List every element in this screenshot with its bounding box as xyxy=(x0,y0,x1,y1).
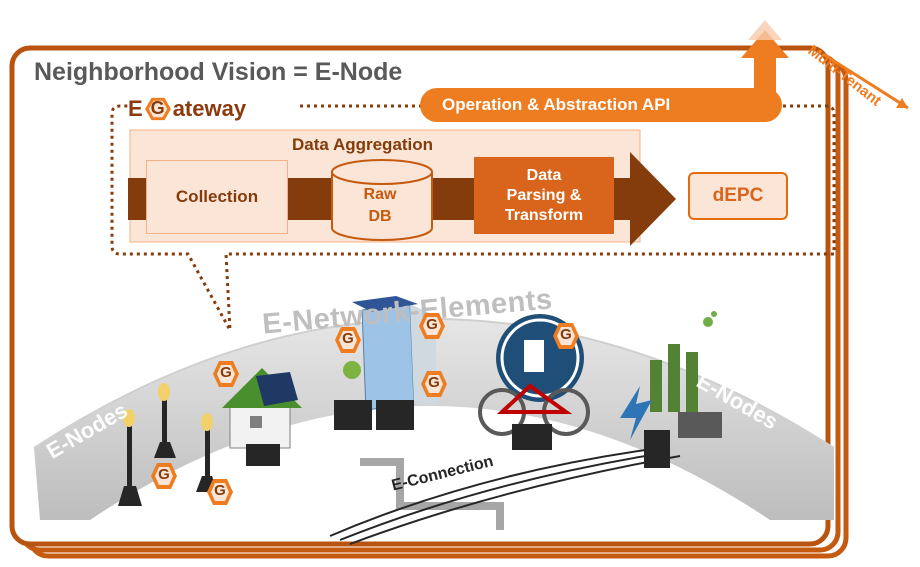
gateway-label-prefix: E xyxy=(128,96,143,121)
raw-db-line2: DB xyxy=(368,208,392,225)
parsing-line1: Data xyxy=(526,166,562,184)
operation-abstraction-api: Operation & Abstraction API xyxy=(420,88,782,122)
page-title: Neighborhood Vision = E-Node xyxy=(34,58,403,86)
up-arrow-head xyxy=(741,30,789,58)
gateway-badge-lamp-1: G xyxy=(150,462,178,490)
connection-lines xyxy=(329,447,681,545)
gateway-boundary xyxy=(110,104,836,331)
raw-db-cylinder xyxy=(331,159,433,241)
gateway-badge-house: G xyxy=(212,360,240,388)
gateway-badge-building-2: G xyxy=(418,312,446,340)
gateway-label-suffix: ateway xyxy=(172,96,247,121)
data-aggregation-label: Data Aggregation xyxy=(292,135,434,154)
street-lamps xyxy=(118,383,218,506)
gateway-g-letter: G xyxy=(150,98,165,118)
parsing-line3: Transform xyxy=(504,206,584,224)
house-with-solar xyxy=(222,368,302,466)
gateway-badge-lamp-2: G xyxy=(206,478,234,506)
factory-power xyxy=(620,311,722,468)
depc-box: dEPC xyxy=(688,172,788,220)
up-arrow-tip xyxy=(748,20,782,40)
flow-arrow-head xyxy=(630,152,676,246)
data-parsing-transform-box: Data Parsing & Transform xyxy=(474,157,614,234)
parsing-line2: Parsing & xyxy=(506,186,582,204)
gateway-badge-ev: G xyxy=(552,322,580,350)
raw-db-label: Raw DB xyxy=(330,184,430,228)
collection-box: Collection xyxy=(146,160,288,234)
multi-tenant-arrow xyxy=(822,52,909,110)
gateway-g-badge: G xyxy=(143,97,173,121)
raw-db-line1: Raw xyxy=(363,186,397,203)
gateway-badge-building-1: G xyxy=(334,326,362,354)
pipe xyxy=(360,458,504,530)
gateway-badge-building-3: G xyxy=(420,370,448,398)
